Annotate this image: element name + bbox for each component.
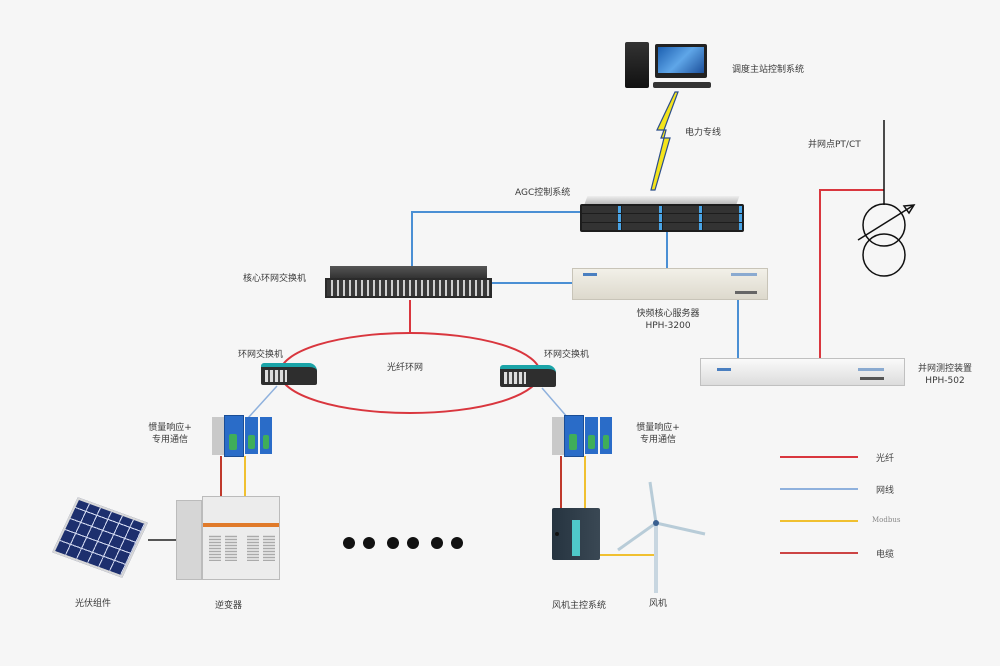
inertia-left-label-1: 惯量响应+ xyxy=(148,423,192,433)
freq-server-model: HPH-3200 xyxy=(645,321,691,331)
cable-line-monitor-ptct xyxy=(819,189,884,358)
power-line-label: 电力专线 xyxy=(685,128,722,138)
inertia-module-right[interactable] xyxy=(552,415,614,457)
grid-monitor-model: HPH-502 xyxy=(925,376,965,386)
agc-label: AGC控制系统 xyxy=(515,188,571,198)
inverter-cabinet[interactable] xyxy=(176,496,281,582)
inertia-right-label-1: 惯量响应+ xyxy=(636,423,680,433)
legend-label: Modbus xyxy=(872,516,901,524)
legend-label: 网线 xyxy=(876,486,895,496)
inverter-label: 逆变器 xyxy=(215,601,243,611)
dot xyxy=(451,537,463,549)
dispatch-computer[interactable] xyxy=(623,42,713,92)
monitor-icon xyxy=(655,44,707,78)
wind-controller-plc[interactable] xyxy=(552,508,600,560)
lightning-bolt-icon xyxy=(650,91,679,191)
dot xyxy=(363,537,375,549)
legend-label: 电缆 xyxy=(876,550,895,560)
legend-swatch xyxy=(780,488,858,490)
wind-turbine-icon[interactable] xyxy=(610,478,720,593)
pc-tower-icon xyxy=(625,42,649,88)
ring-switch-right[interactable] xyxy=(500,365,556,387)
wind-controller-label: 风机主控系统 xyxy=(552,601,607,611)
inertia-right-label-2: 专用通信 xyxy=(639,435,676,445)
ethernet-line-right xyxy=(541,387,569,419)
grid-monitor-label: 并网测控装置 xyxy=(917,364,972,374)
grid-ptct-label: 并网点PT/CT xyxy=(808,140,861,150)
legend-swatch xyxy=(780,552,858,554)
inertia-left-label-2: 专用通信 xyxy=(151,435,188,445)
ring-switch-left[interactable] xyxy=(261,363,317,385)
pv-module-label: 光伏组件 xyxy=(75,599,112,609)
freq-server-label: 快频核心服务器 xyxy=(636,309,700,319)
freq-core-server[interactable] xyxy=(572,268,768,300)
legend-label: 光纤 xyxy=(876,454,895,464)
dispatch-label: 调度主站控制系统 xyxy=(732,65,805,75)
core-switch-label: 核心环网交换机 xyxy=(243,274,307,284)
core-ring-switch[interactable] xyxy=(325,266,492,300)
dot xyxy=(431,537,443,549)
legend-swatch xyxy=(780,456,858,458)
dot xyxy=(343,537,355,549)
fiber-ring-label: 光纤环网 xyxy=(387,363,424,373)
inertia-module-left[interactable] xyxy=(212,415,274,457)
pv-panel-icon[interactable] xyxy=(52,497,148,578)
ethernet-line-agc-core xyxy=(411,211,585,268)
more-units-ellipsis xyxy=(343,537,463,551)
transformer-icon xyxy=(857,203,916,277)
keyboard-icon xyxy=(653,82,711,88)
legend-swatch xyxy=(780,520,858,522)
wind-turbine-label: 风机 xyxy=(649,599,668,609)
ring-switch-right-label: 环网交换机 xyxy=(544,350,590,360)
dot xyxy=(387,537,399,549)
ethernet-line-left xyxy=(247,385,278,419)
agc-server[interactable] xyxy=(580,196,744,232)
dot xyxy=(407,537,419,549)
grid-monitor-device[interactable] xyxy=(700,358,905,386)
ring-switch-left-label: 环网交换机 xyxy=(238,350,284,360)
